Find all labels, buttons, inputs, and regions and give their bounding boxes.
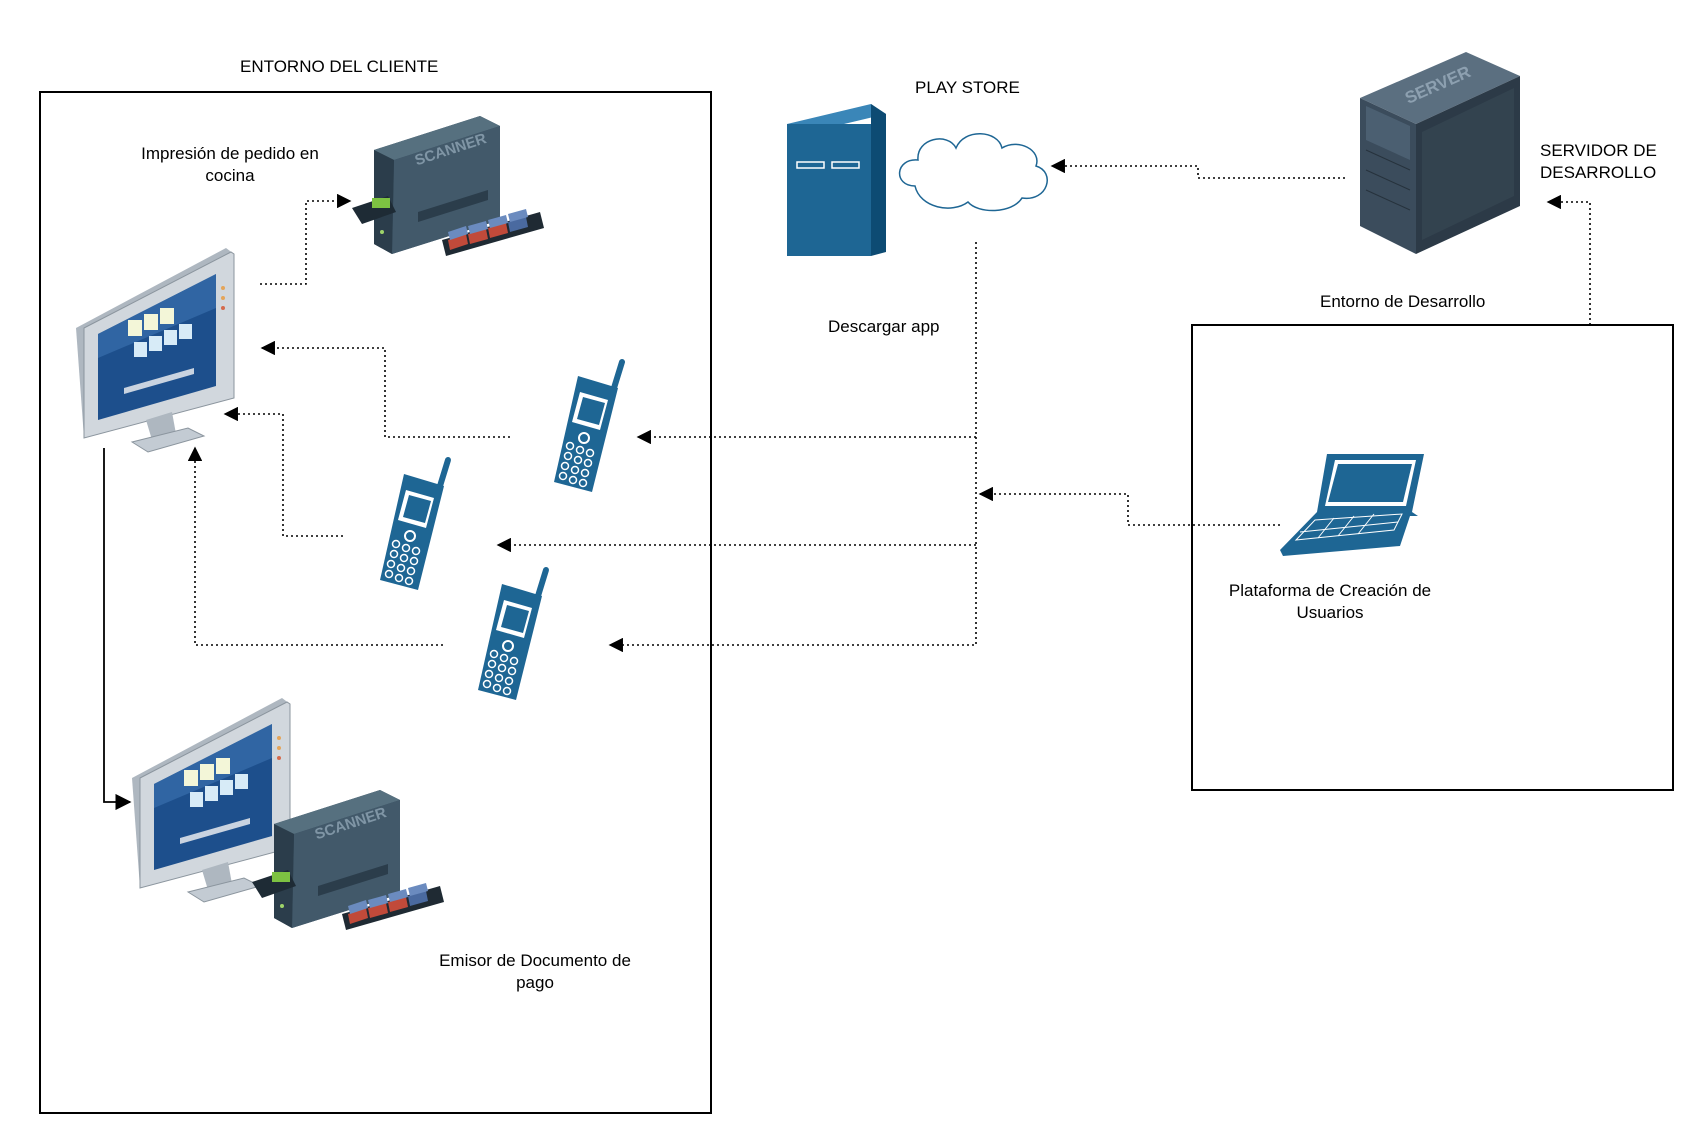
monitor-icon [75, 247, 235, 453]
kitchen-print-line1: Impresión de pedido en [141, 144, 319, 163]
dev-environment-label: Entorno de Desarrollo [1320, 292, 1486, 311]
connector-phone2-to-monitor [223, 406, 343, 537]
connectors [187, 158, 1591, 653]
dev-server-line1: SERVIDOR DE [1540, 141, 1657, 160]
connector-monitor-to-payment-monitor [103, 448, 132, 811]
connector-devenv-to-server [1546, 194, 1591, 325]
laptop-icon [1280, 454, 1424, 556]
platform-line2: Usuarios [1296, 603, 1364, 622]
scanner-printer-icon: SCANNER [352, 116, 544, 256]
payment-doc-line1: Emisor de Documento de [439, 951, 631, 970]
client-environment-box [39, 91, 712, 1114]
scanner-printer-icon: SCANNER [252, 790, 444, 930]
play-store-label: PLAY STORE [915, 78, 1020, 97]
dev-server-label: SERVIDOR DE DESARROLLO [1540, 140, 1657, 184]
client-environment-label: ENTORNO DEL CLIENTE [240, 57, 439, 76]
connector-store-download [608, 242, 977, 653]
dev-environment-box [1191, 324, 1674, 791]
dev-server-line2: DESARROLLO [1540, 163, 1657, 182]
kitchen-print-line2: cocina [205, 166, 255, 185]
platform-line1: Plataforma de Creación de [1228, 581, 1432, 600]
kitchen-print-label: Impresión de pedido en cocina [120, 143, 340, 187]
platform-label: Plataforma de Creación de Usuarios [1215, 580, 1445, 624]
connector-laptop-to-download [978, 486, 1280, 526]
connector-phone1-to-monitor [260, 340, 510, 438]
server-tower-icon: SERVER [1360, 52, 1520, 254]
connector-monitor-to-kitchen-printer [260, 193, 352, 285]
payment-doc-line2: pago [516, 973, 554, 992]
mobile-phone-icon [554, 362, 622, 492]
tower-server-icon [787, 104, 886, 256]
mobile-phone-icon [478, 570, 546, 700]
mobile-phone-icon [380, 460, 448, 590]
cloud-icon [898, 133, 1048, 212]
download-app-label: Descargar app [828, 317, 940, 336]
monitor-icon [131, 697, 291, 903]
payment-doc-label: Emisor de Documento de pago [425, 950, 645, 994]
connector-server-to-playstore [1050, 158, 1345, 179]
